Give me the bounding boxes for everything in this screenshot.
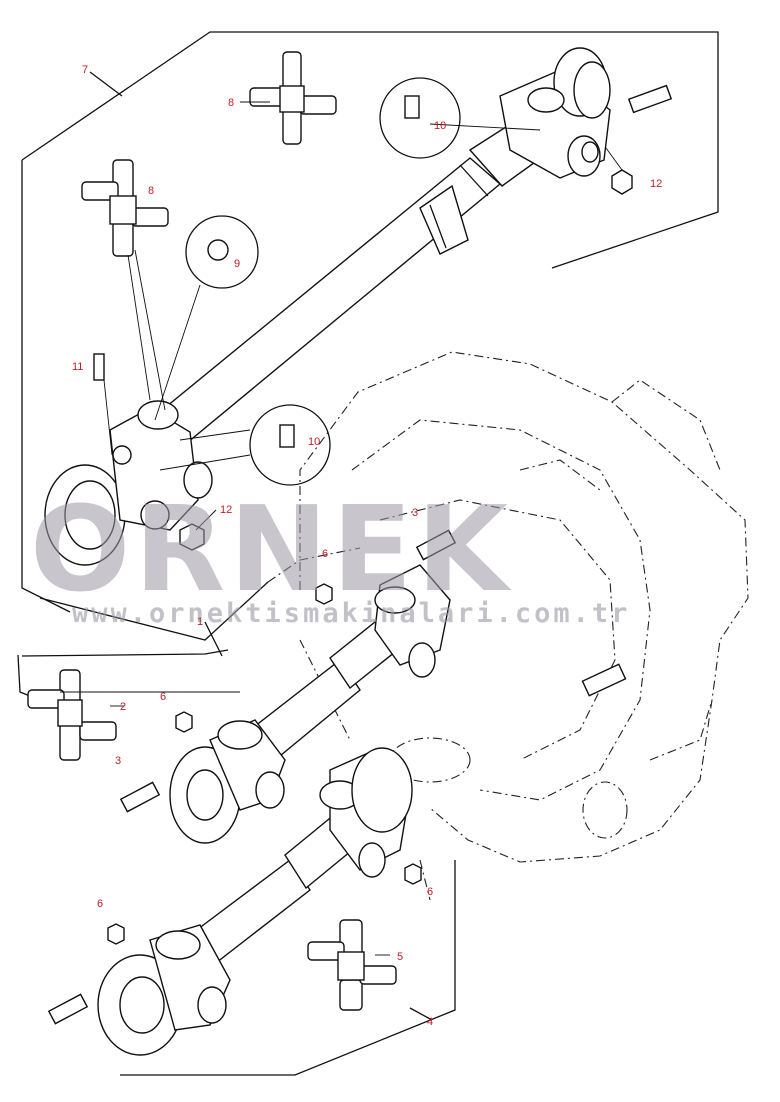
callout-8b: 8: [148, 185, 154, 197]
callout-11: 11: [72, 361, 83, 373]
gearbox-housing: [267, 351, 749, 901]
spider-cross-bottom: [307, 919, 397, 1011]
callout-8a: 8: [228, 97, 234, 109]
callout-9: 9: [234, 258, 240, 270]
callout-2: 2: [120, 701, 126, 713]
upper-rear-yoke: [499, 47, 611, 179]
callout-10-mid: 10: [308, 436, 320, 448]
nut-6-c: [404, 863, 422, 885]
upper-group-outline: [21, 31, 719, 641]
watermark: ORNEK www.ornektismakinalari.com.tr: [30, 480, 630, 629]
callout-3-right: 3: [412, 507, 418, 519]
callout-3-left: 3: [115, 755, 121, 767]
bolt-top-right: [627, 84, 673, 114]
callout-6-d: 6: [97, 898, 103, 910]
callout-5: 5: [397, 951, 403, 963]
spider-cross-top-left: [81, 159, 169, 257]
watermark-brand: ORNEK: [30, 480, 513, 618]
callout-1: 1: [197, 616, 203, 628]
lower-group-outline: [17, 621, 456, 1076]
callout-6-a: 6: [322, 548, 328, 560]
callout-12-top: 12: [650, 178, 662, 190]
callouts: 7 8 8 9 10 10 11 12 12 1 2 3 3 6 6 6 6 5…: [72, 64, 662, 1028]
bolt-housing: [581, 663, 627, 697]
nut-6-d: [107, 923, 125, 945]
detail-circle-10-mid: [249, 404, 331, 486]
detail-circle-9: [185, 215, 259, 289]
callout-6-c: 6: [427, 886, 433, 898]
nut-6-b: [175, 711, 193, 733]
bolt-3-left: [119, 781, 161, 813]
leader-lines: [60, 101, 623, 956]
nut-6-a: [315, 583, 333, 605]
lower-shaft-1: [169, 564, 451, 844]
callout-12-left: 12: [220, 504, 232, 516]
watermark-url: www.ornektismakinalari.com.tr: [72, 598, 630, 629]
callout-4: 4: [427, 1016, 433, 1028]
nut-12-top: [611, 169, 633, 195]
callout-6-b: 6: [160, 691, 166, 703]
spider-cross-left: [27, 669, 117, 761]
upper-front-yoke: [44, 400, 213, 566]
spider-cross-top-right: [249, 51, 337, 145]
grease-nipple-11: [93, 353, 105, 381]
bolt-bottom-left: [47, 993, 89, 1025]
detail-circle-10-top: [379, 77, 461, 159]
lower-shaft-2: [97, 747, 413, 1056]
callout-7: 7: [82, 64, 88, 76]
nut-12-left: [179, 523, 205, 551]
bolt-3-right: [415, 529, 457, 561]
callout-10-top: 10: [434, 120, 446, 132]
